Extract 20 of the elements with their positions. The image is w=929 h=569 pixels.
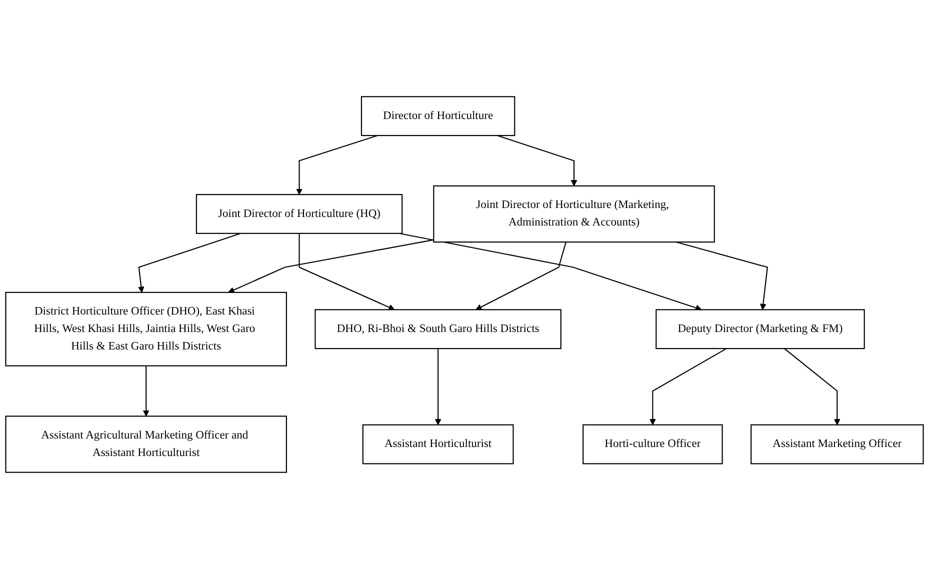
node-box: Joint Director of Horticulture (HQ) [196, 194, 403, 234]
node-box: DHO, Ri-Bhoi & South Garo Hills Districts [314, 309, 562, 350]
arrow [784, 348, 840, 426]
arrow [497, 135, 578, 186]
arrow [142, 366, 150, 416]
arrow [476, 242, 566, 310]
node-box: Horti-culture Officer [582, 424, 723, 464]
arrow [650, 348, 727, 426]
node-box: Assistant Marketing Officer [750, 424, 924, 464]
node-box: District Horticulture Officer (DHO), East Khasi Hills, West Khasi Hills, Jaintia Hills, West Garo Hills & East Garo Hills Districts [5, 292, 287, 366]
node-box: Assistant Horticulturist [362, 424, 514, 464]
arrow [434, 348, 442, 426]
arrow [138, 232, 241, 293]
arrow [298, 233, 395, 310]
arrow [399, 232, 702, 311]
node-box: Joint Director of Horticulture (Marketing, Administration & Accounts) [433, 185, 715, 243]
node-box: Assistant Agricultural Marketing Officer and Assistant Horticulturist [5, 416, 287, 473]
arrow [228, 239, 434, 293]
node-box: Director of Horticulture [360, 96, 516, 136]
node-box: Deputy Director (Marketing & FM) [656, 309, 865, 350]
